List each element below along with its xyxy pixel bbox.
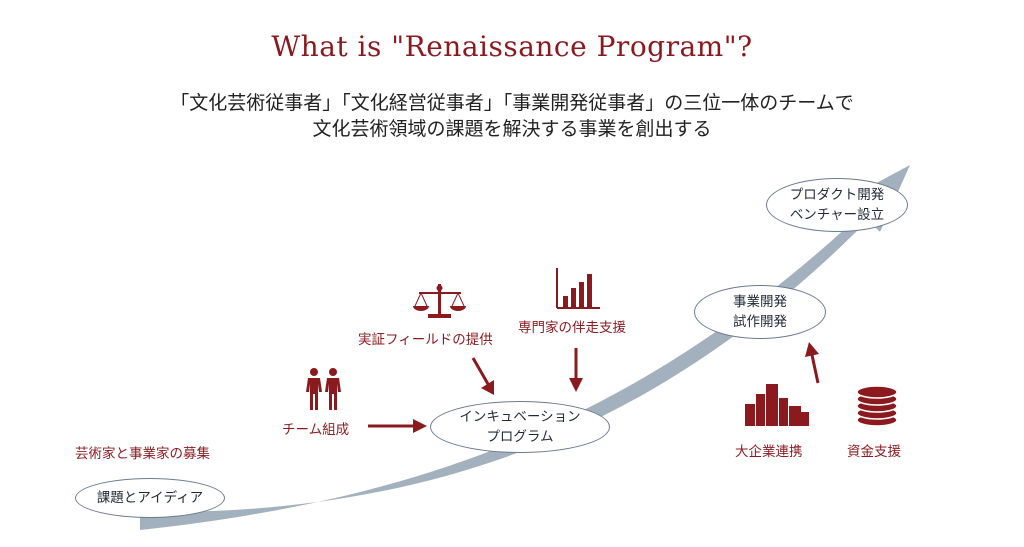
buildings-icon [745,384,809,426]
arrow-field-to-incubation [471,357,494,395]
stage-development-bubble: 事業開発 試作開発 [694,285,826,339]
stage-development-label-2: 試作開発 [733,314,787,330]
stage-venture-label-1: プロダクト開発 [789,187,885,203]
label-field-provision: 実証フィールドの提供 [358,332,493,348]
scale-icon [413,284,466,318]
arrow-corp-to-dev [805,342,820,384]
subtitle-line-1: 「文化芸術従事者」「文化経営従事者」「事業開発従事者」の三位一体のチームで [170,92,854,114]
bar-chart-icon [556,268,600,309]
label-corporate-partnership: 大企業連携 [735,444,803,460]
label-team-formation: チーム組成 [282,422,350,438]
subtitle-line-2: 文化芸術領域の課題を解決する事業を創出する [312,118,712,140]
stage-incubation-label-2: プログラム [486,429,554,445]
people-icon [306,368,341,410]
stage-ideas-label: 課題とアイディア [96,490,204,506]
stage-incubation-label-1: インキュベーション [459,409,581,425]
stage-development-label-1: 事業開発 [733,294,787,310]
label-recruitment: 芸術家と事業家の募集 [75,446,210,462]
stage-venture-bubble: プロダクト開発 ベンチャー設立 [766,178,908,232]
label-funding-support: 資金支援 [847,444,901,460]
arrow-expert-to-incubation [569,348,583,392]
label-expert-support: 専門家の伴走支援 [518,320,626,336]
stage-incubation-bubble: インキュベーション プログラム [430,401,610,453]
arrow-team-to-incubation [368,419,427,433]
page-title: What is "Renaissance Program"? [271,30,753,63]
stage-venture-label-2: ベンチャー設立 [789,207,885,223]
coins-icon [856,385,898,427]
stage-ideas-bubble: 課題とアイディア [75,478,225,518]
